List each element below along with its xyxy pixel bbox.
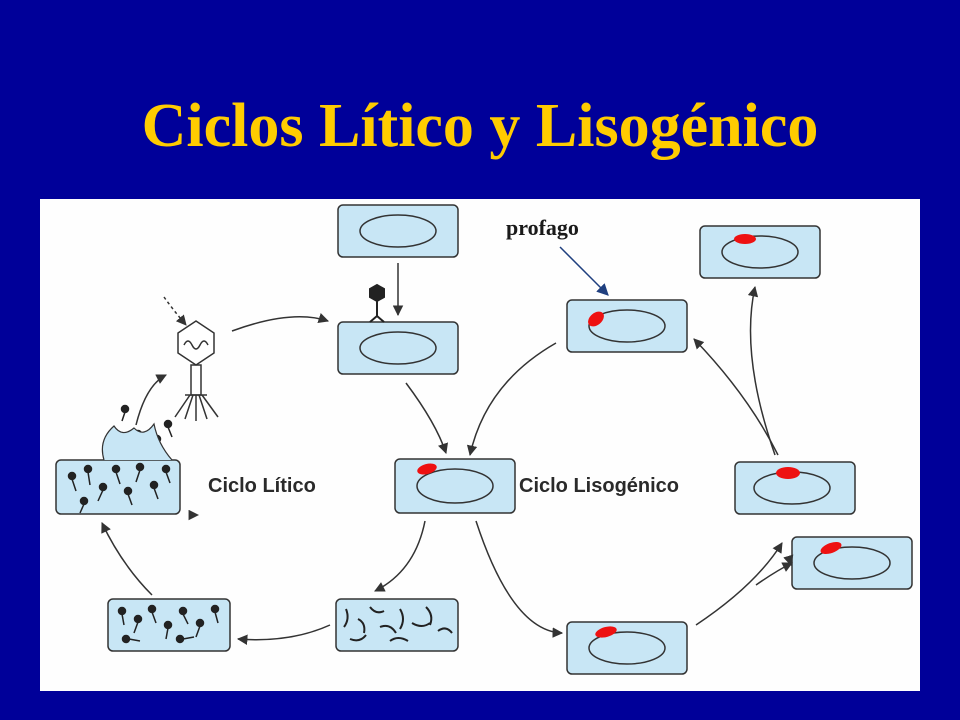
attaching-phage	[369, 283, 385, 323]
cell-right	[734, 461, 856, 515]
cell-top-right	[699, 225, 821, 279]
phage-dna-fragments	[343, 606, 453, 642]
cell-center	[394, 458, 516, 514]
prophage-dna	[588, 311, 604, 327]
phage-cycle-diagram: Ciclo Lítico Ciclo Lisogénico profago	[40, 199, 920, 691]
cell-far-right	[791, 536, 913, 590]
cell-prophage	[566, 299, 688, 353]
cell-infection	[337, 321, 459, 375]
prophage-label: profago	[506, 215, 579, 240]
slide-title: Ciclos Lítico y Lisogénico	[141, 92, 819, 160]
lytic-cycle-label: Ciclo Lítico	[208, 475, 316, 497]
assembled-phages	[117, 604, 220, 644]
diagram-canvas	[55, 204, 913, 675]
phage-detail	[163, 296, 219, 421]
cell-replication	[335, 598, 459, 652]
cell-top	[337, 204, 459, 258]
prophage-pointer-arrow	[559, 246, 609, 296]
lysogenic-cycle-label: Ciclo Lisogénico	[519, 475, 680, 497]
cell-bottom	[566, 621, 688, 675]
